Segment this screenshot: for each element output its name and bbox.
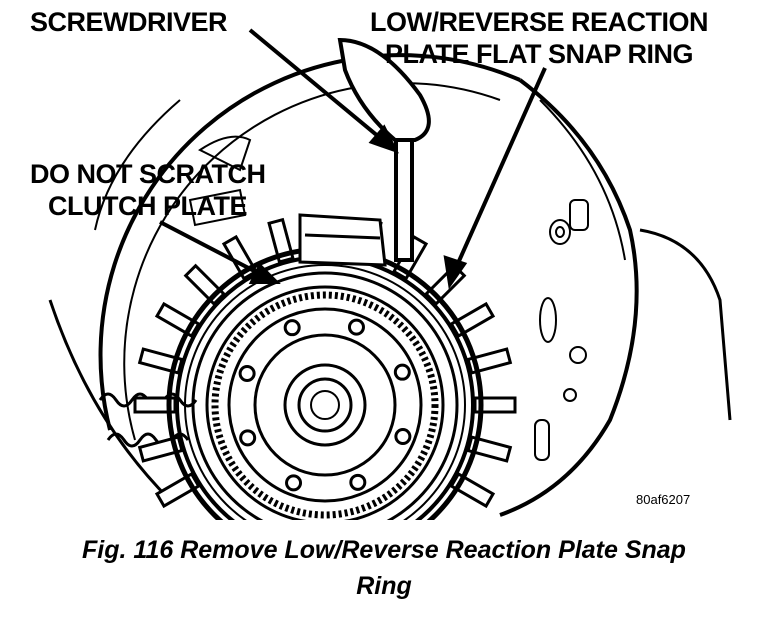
label-snap-ring-line1: LOW/REVERSE REACTION <box>370 7 709 37</box>
label-do-not-line1: DO NOT SCRATCH <box>30 159 266 189</box>
caption-line1: Fig. 116 Remove Low/Reverse Reaction Pla… <box>82 536 686 564</box>
transmission-case <box>48 53 732 517</box>
hub-hole <box>239 429 257 447</box>
hub-hole <box>393 363 411 381</box>
hub-holes <box>238 318 412 492</box>
hub-hole <box>349 473 367 491</box>
case-details <box>188 135 589 461</box>
figure-caption: Fig. 116 Remove Low/Reverse Reaction Pla… <box>0 532 768 604</box>
label-do-not-scratch: DO NOT SCRATCH CLUTCH PLATE <box>30 158 266 222</box>
hub-hole <box>238 365 256 383</box>
hub-hole <box>285 474 303 492</box>
label-do-not-line2: CLUTCH PLATE <box>48 191 247 221</box>
label-snap-ring-line2: PLATE FLAT SNAP RING <box>385 39 694 69</box>
label-screwdriver: SCREWDRIVER <box>30 7 228 37</box>
clutch-tab <box>183 263 227 307</box>
hub-hole <box>283 319 301 337</box>
hub-hole <box>394 427 412 445</box>
transmission-illustration <box>48 28 732 520</box>
hub-top <box>298 213 387 267</box>
hub-hole <box>347 318 365 336</box>
leader-arrows <box>159 28 547 290</box>
figure-code: 80af6207 <box>636 492 691 507</box>
label-snap-ring: LOW/REVERSE REACTION PLATE FLAT SNAP RIN… <box>370 6 709 70</box>
screwdriver <box>337 37 431 262</box>
caption-line2: Ring <box>356 572 412 600</box>
